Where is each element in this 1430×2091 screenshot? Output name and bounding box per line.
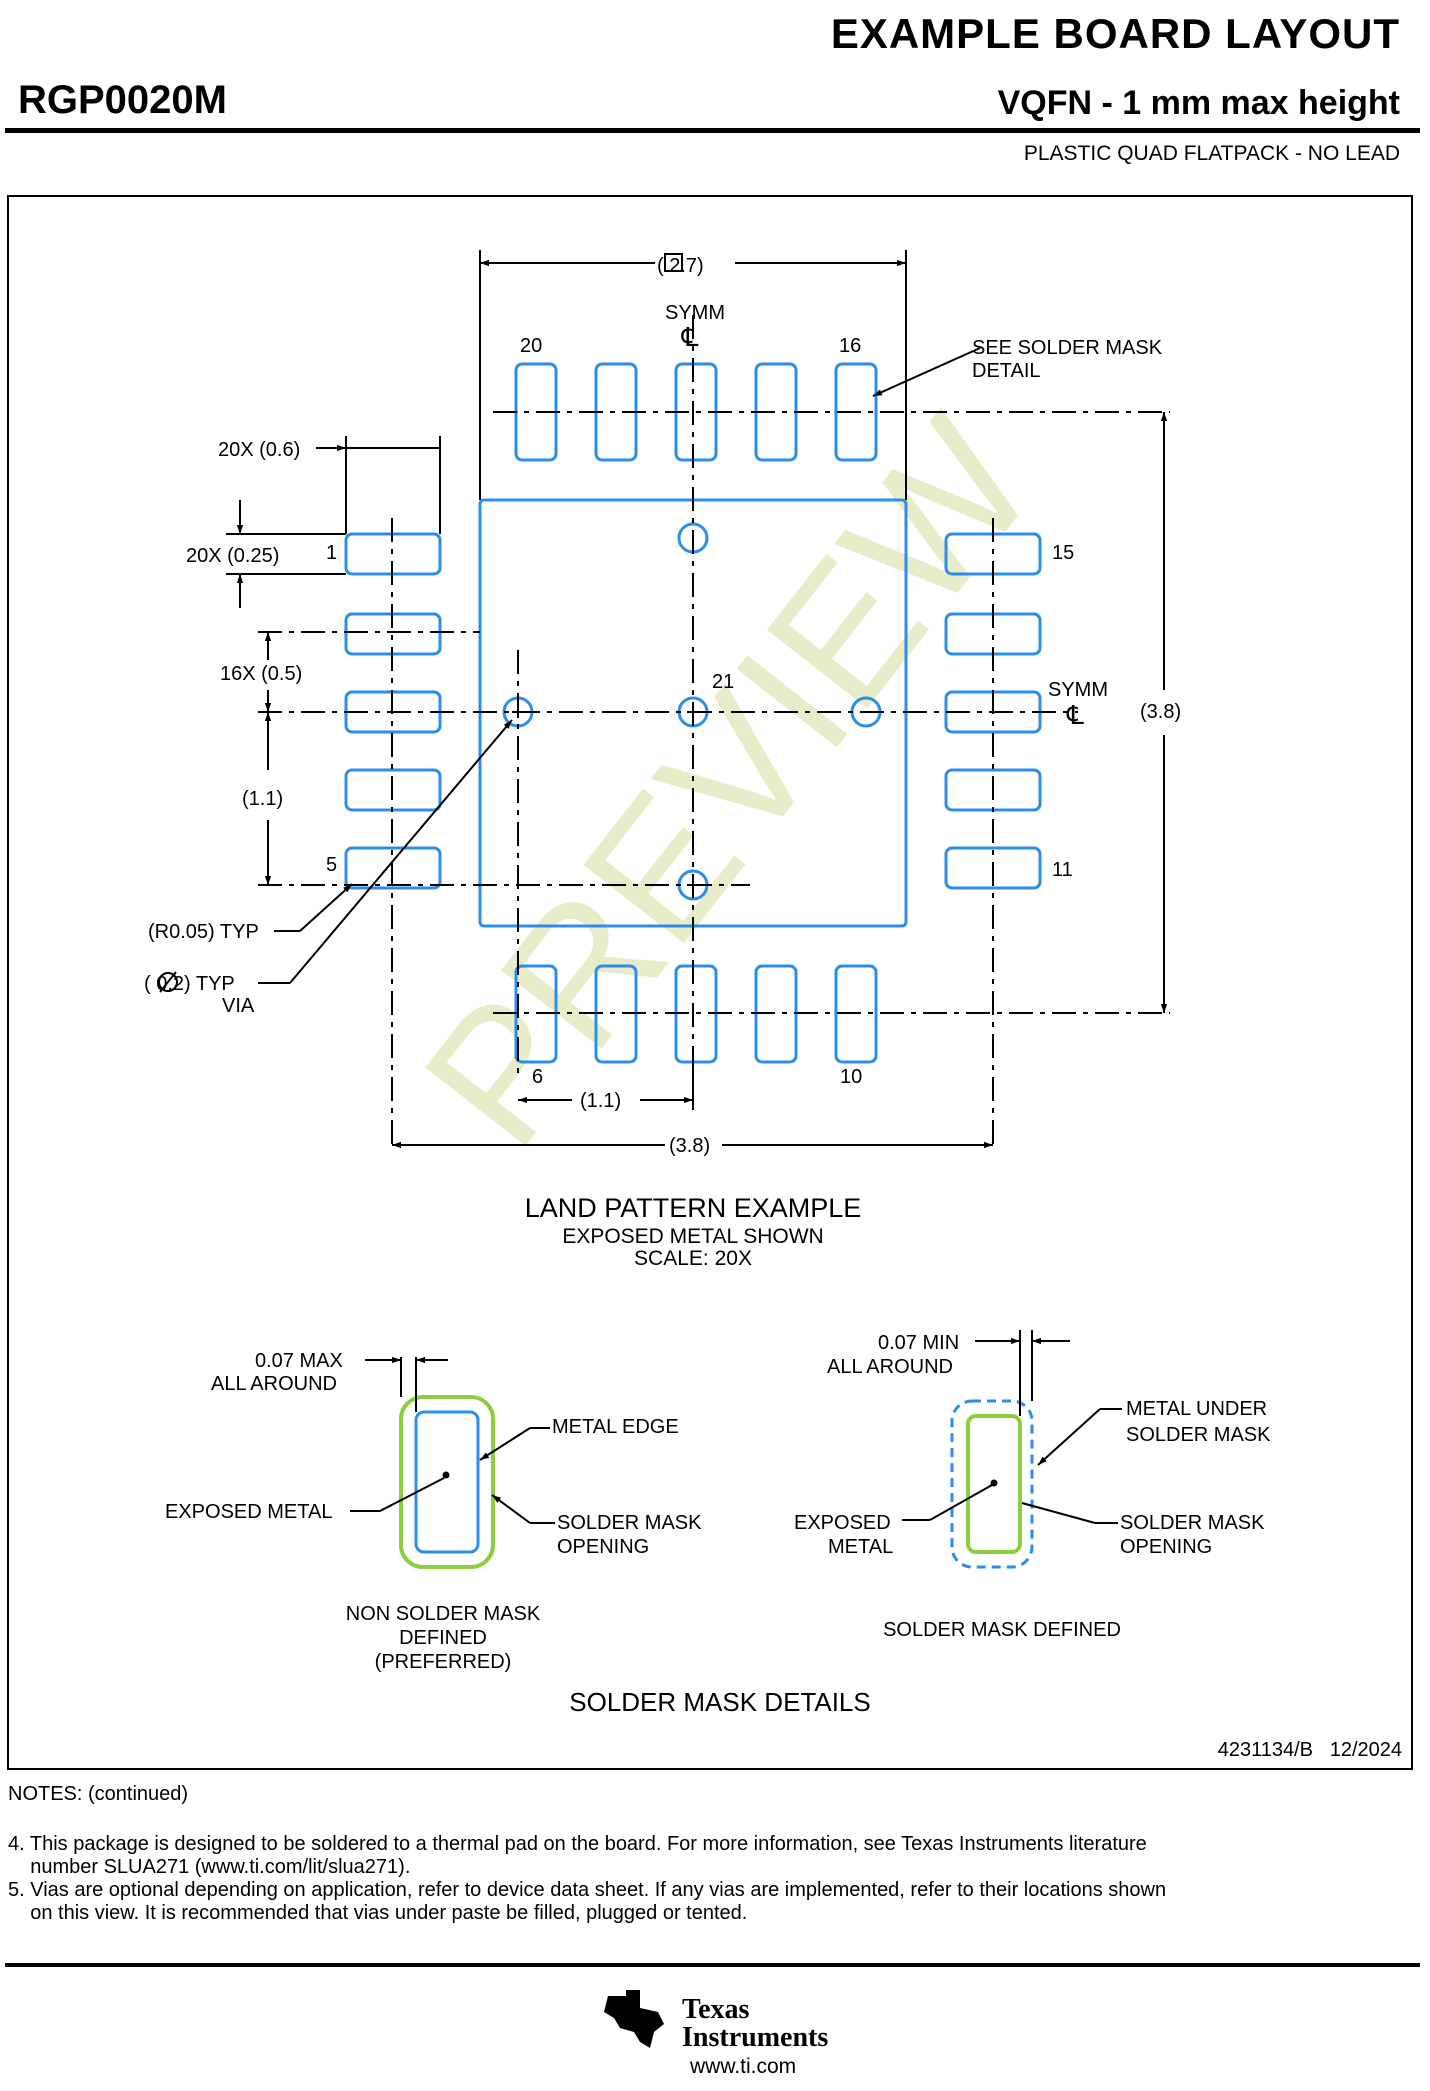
document-number: 4231134/B 12/2024	[1218, 1739, 1402, 1761]
solder-mask-details-title: SOLDER MASK DETAILS	[569, 1687, 871, 1717]
note-4-line-1: 4. This package is designed to be solder…	[8, 1833, 1147, 1855]
ti-website-link[interactable]: www.ti.com	[690, 2055, 797, 2078]
smd-dim-1: 0.07 MIN	[878, 1332, 959, 1354]
nsmd-opening-2: OPENING	[557, 1536, 649, 1558]
package-code: RGP0020M	[18, 78, 227, 122]
nsmd-opening-1: SOLDER MASK	[557, 1512, 702, 1534]
pin-label-10: 10	[840, 1066, 862, 1088]
diameter-icon	[158, 972, 178, 992]
symm-top-label: SYMM	[665, 302, 725, 324]
pad-11	[944, 846, 1042, 890]
dim-pad-width: 20X (0.6)	[218, 439, 300, 461]
nsmd-exposed-metal: EXPOSED METAL	[165, 1501, 332, 1523]
smd-dim-2: ALL AROUND	[827, 1356, 953, 1378]
smd-metal-under-2: SOLDER MASK	[1126, 1424, 1271, 1446]
pin-label-15: 15	[1052, 542, 1074, 564]
dim-top-label: ( 2.7)	[657, 255, 704, 277]
pin-label-5: 5	[326, 854, 337, 876]
nsmd-metal-pad	[414, 1410, 480, 1554]
pin-label-16: 16	[839, 335, 861, 357]
nsmd-mask-opening	[399, 1395, 495, 1569]
centerline-right-icon: ℄	[1066, 701, 1084, 731]
logo-line-2: Instruments	[682, 2022, 828, 2053]
dim-pitch: 16X (0.5)	[220, 663, 302, 685]
land-pattern-scale: SCALE: 20X	[634, 1247, 752, 1270]
package-description: PLASTIC QUAD FLATPACK - NO LEAD	[1023, 142, 1400, 165]
land-pattern-title: LAND PATTERN EXAMPLE	[525, 1193, 862, 1223]
smd-metal-under-1: METAL UNDER	[1126, 1398, 1267, 1420]
dim-bottom-small: (1.1)	[580, 1090, 621, 1112]
center-lines	[258, 315, 1170, 1150]
pin-label-20: 20	[520, 335, 542, 357]
nsmd-metal-edge: METAL EDGE	[552, 1416, 679, 1438]
nsmd-dim-1: 0.07 MAX	[255, 1350, 343, 1372]
smd-mask-opening	[966, 1414, 1022, 1554]
notes-heading: NOTES: (continued)	[8, 1783, 189, 1805]
centerline-top-icon: ℄	[681, 323, 699, 353]
see-solder-mask-label-2: DETAIL	[972, 360, 1041, 382]
smd-exposed-1: EXPOSED	[794, 1512, 891, 1534]
via-diameter-label: ( 0.2) TYP	[144, 973, 235, 995]
nsmd-caption-2: DEFINED	[399, 1627, 487, 1649]
see-solder-mask-label-1: SEE SOLDER MASK	[972, 337, 1163, 359]
package-name: VQFN - 1 mm max height	[997, 84, 1400, 122]
smd-caption: SOLDER MASK DEFINED	[883, 1619, 1121, 1641]
smd-opening-1: SOLDER MASK	[1120, 1512, 1265, 1534]
dim-via-spacing: (1.1)	[242, 788, 283, 810]
preview-watermark: PREVIEW	[385, 383, 1073, 1182]
smd-metal-under	[950, 1399, 1034, 1569]
note-5-line-2: on this view. It is recommended that via…	[8, 1902, 748, 1924]
logo-line-1: Texas	[682, 1994, 750, 2025]
page-title: EXAMPLE BOARD LAYOUT	[830, 10, 1400, 57]
footer-divider	[5, 1963, 1420, 1967]
pin-label-6: 6	[532, 1066, 543, 1088]
pin-label-21: 21	[712, 671, 734, 693]
note-4-line-2: number SLUA271 (www.ti.com/lit/slua271).	[8, 1856, 411, 1878]
smd-exposed-2: METAL	[828, 1536, 893, 1558]
pad-16	[834, 362, 878, 462]
note-5-line-1: 5. Vias are optional depending on applic…	[8, 1879, 1167, 1901]
dim-top	[479, 250, 907, 500]
texas-instruments-logo: Texas Instruments	[604, 1990, 828, 2053]
nsmd-caption-3: (PREFERRED)	[375, 1651, 512, 1673]
pin-label-11: 11	[1052, 859, 1073, 881]
texas-state-icon	[604, 1990, 664, 2048]
nsmd-caption-1: NON SOLDER MASK	[346, 1603, 541, 1625]
land-pattern-drawing: PREVIEW	[144, 250, 1402, 1761]
dim-pad-height: 20X (0.25)	[186, 545, 279, 567]
dim-right-label: (3.8)	[1140, 701, 1181, 723]
nsmd-dim-2: ALL AROUND	[211, 1373, 337, 1395]
drawing-frame	[7, 195, 1413, 1770]
symm-right-label: SYMM	[1048, 679, 1108, 701]
smd-opening-2: OPENING	[1120, 1536, 1212, 1558]
pad-10	[834, 964, 878, 1064]
dim-bottom-label: (3.8)	[669, 1135, 710, 1157]
via-label: VIA	[222, 995, 255, 1017]
via-crosshairs	[512, 706, 699, 891]
land-pattern-subtitle: EXPOSED METAL SHOWN	[562, 1225, 823, 1248]
pad-5	[344, 846, 442, 890]
header-divider	[5, 128, 1420, 133]
dim-corner-radius: (R0.05) TYP	[148, 921, 259, 943]
pin-label-1: 1	[326, 542, 337, 564]
